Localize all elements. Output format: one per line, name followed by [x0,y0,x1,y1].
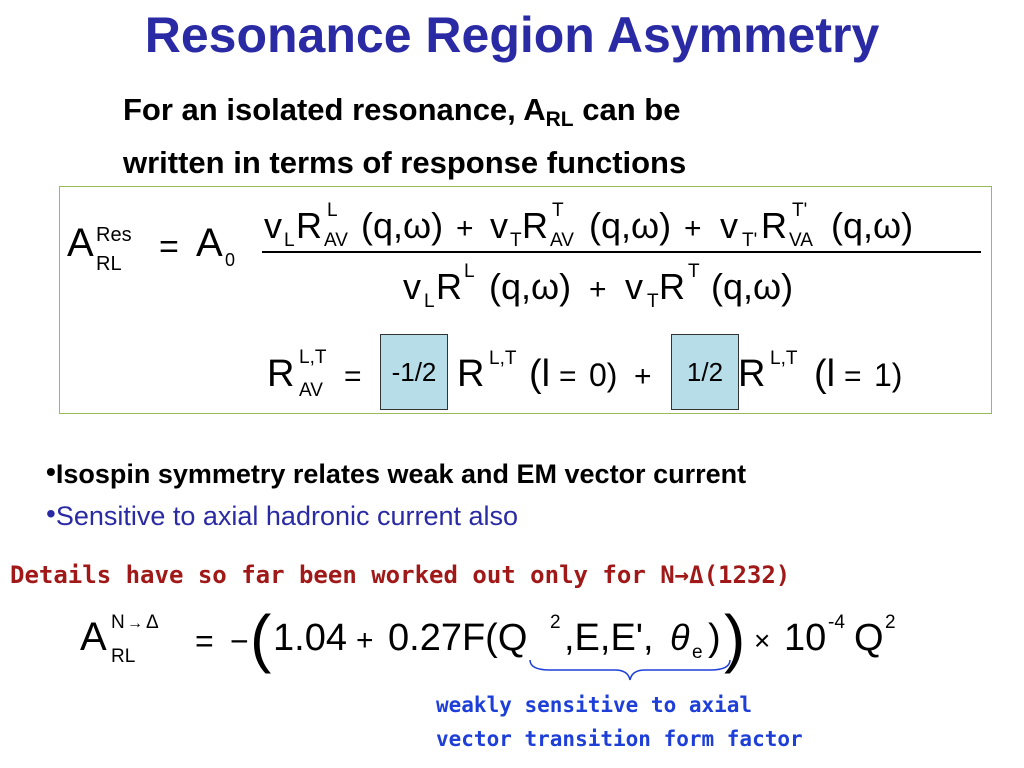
svg-text:0: 0 [225,250,235,270]
svg-text:VA: VA [789,230,813,251]
svg-text:A: A [196,221,223,265]
svg-text:(: ( [250,602,271,674]
coefficient-box-1: -1/2 [380,334,448,410]
svg-text:L: L [284,230,295,251]
svg-text:L,T: L,T [299,347,327,368]
svg-text:1.04: 1.04 [273,617,347,659]
svg-text:L: L [464,261,475,282]
svg-text:2: 2 [885,612,896,633]
svg-text:0): 0) [589,357,617,393]
svg-text:(q,ω): (q,ω) [489,266,571,307]
svg-text:10: 10 [784,617,826,659]
svg-text:v: v [490,205,508,246]
svg-text:(q,ω): (q,ω) [831,205,913,246]
svg-text:AV: AV [324,230,348,251]
bullet-list: •Isospin symmetry relates weak and EM ve… [46,452,746,536]
svg-text:Δ: Δ [146,612,159,633]
svg-text:RL: RL [111,646,135,667]
svg-text:→: → [127,615,143,632]
note-line-2: vector transition form factor [436,727,803,751]
svg-text:): ) [708,617,721,659]
svg-text:v: v [403,266,421,307]
bullet-marker: • [46,498,56,529]
bullet-marker: • [46,456,56,487]
svg-text:=: = [844,360,862,393]
details-text: Details have so far been worked out only… [10,561,791,589]
svg-text:L: L [424,291,435,312]
svg-text:R: R [457,353,484,395]
svg-text:=: = [559,360,577,393]
svg-text:+: + [456,212,474,245]
svg-text:R: R [296,205,322,246]
svg-text:×: × [754,625,770,656]
svg-text:R: R [436,266,462,307]
equation-box [59,186,992,414]
svg-text:T: T [552,200,564,221]
svg-text:L,T: L,T [770,348,798,369]
svg-text:0.27F(Q: 0.27F(Q [388,617,527,659]
svg-text:N: N [111,612,125,633]
svg-text:v: v [720,205,738,246]
lhs-subscript: RL [96,253,122,275]
svg-text:(q,ω): (q,ω) [711,266,793,307]
svg-text:1): 1) [874,357,902,393]
svg-text:(q,ω): (q,ω) [361,205,443,246]
svg-text:A: A [67,221,94,265]
svg-text:R: R [267,353,294,395]
svg-text:A: A [80,615,107,659]
intro-text: For an isolated resonance, ARL can be wr… [123,88,686,184]
coefficient-box-2: 1/2 [671,334,739,410]
svg-text:): ) [724,602,745,674]
svg-text:L,T: L,T [489,348,517,369]
svg-text:,E,E',: ,E,E', [564,617,654,659]
svg-text:AV: AV [550,230,574,251]
bullet-item: •Isospin symmetry relates weak and EM ve… [46,456,747,489]
note-text: weakly sensitive to axial vector transit… [436,688,803,756]
svg-text:AV: AV [299,380,323,401]
svg-text:+: + [634,360,652,393]
svg-text:R: R [522,205,548,246]
svg-text:T: T [647,291,659,312]
svg-text:v: v [264,205,282,246]
intro-line-2: written in terms of response functions [123,145,687,180]
underbrace [529,659,731,681]
svg-text:v: v [625,266,643,307]
n-delta-equation: A N → Δ RL = − ( 1.04 + 0.27F(Q 2 ,E,E',… [80,602,896,681]
svg-text:T: T [510,230,522,251]
intro-line-1: For an isolated resonance, ARL can be [123,92,681,131]
svg-text:T: T [688,261,700,282]
bullet-item: •Sensitive to axial hadronic current als… [46,498,519,531]
svg-text:2: 2 [550,612,561,633]
svg-text:L: L [327,200,338,221]
svg-text:-4: -4 [828,612,845,633]
svg-text:(l: (l [529,353,550,395]
lhs-superscript: Res [96,224,132,246]
slide-title: Resonance Region Asymmetry [144,7,880,63]
svg-text:−: − [230,623,249,659]
note-line-1: weakly sensitive to axial [436,693,753,717]
svg-text:+: + [589,273,607,306]
svg-text:T': T' [742,230,757,251]
svg-text:(q,ω): (q,ω) [589,205,671,246]
svg-text:+: + [356,624,374,657]
svg-text:e: e [692,642,703,663]
svg-text:T': T' [792,200,807,221]
svg-text:=: = [344,360,362,393]
svg-text:=: = [159,228,179,266]
svg-text:R: R [738,353,765,395]
svg-text:(l: (l [814,353,835,395]
svg-text:+: + [684,212,702,245]
svg-text:=: = [195,623,214,659]
svg-text:R: R [659,266,685,307]
svg-text:R: R [761,205,787,246]
svg-text:Q: Q [854,617,884,659]
svg-text:θ: θ [670,617,690,658]
